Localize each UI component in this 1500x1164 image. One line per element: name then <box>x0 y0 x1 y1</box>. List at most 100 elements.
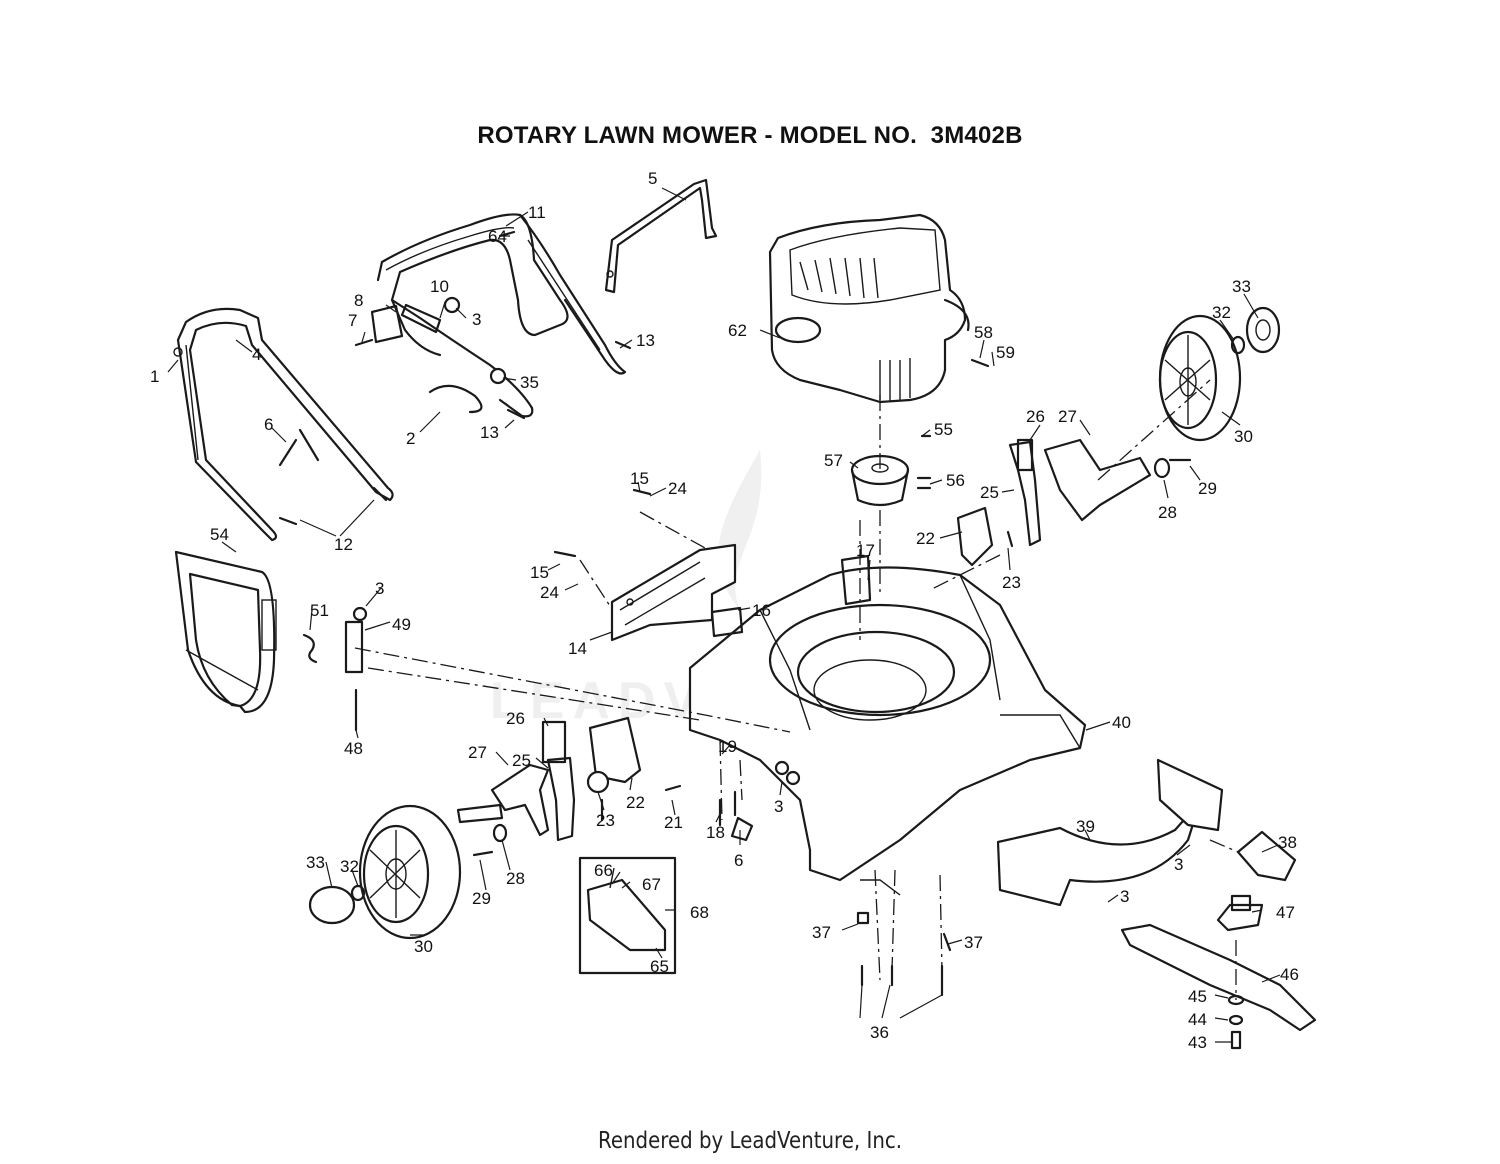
callout-56: 56 <box>946 471 965 490</box>
callout-25: 25 <box>980 483 999 502</box>
mulch-plug-box <box>578 856 677 975</box>
blade-adapter <box>1216 894 1264 932</box>
callout-37: 37 <box>812 923 831 942</box>
callout-13: 13 <box>636 331 655 350</box>
footer-credit: Rendered by LeadVenture, Inc. <box>597 1128 903 1154</box>
discharge-deflector <box>1236 830 1297 882</box>
wheel-hub-cap-left <box>308 884 366 925</box>
callout-26: 26 <box>1026 407 1045 426</box>
callout-3: 3 <box>1120 887 1129 906</box>
callout-22: 22 <box>916 529 935 548</box>
callout-29: 29 <box>1198 479 1217 498</box>
callout-33: 33 <box>1232 277 1251 296</box>
hardware-fasteners <box>278 230 1192 997</box>
callout-1: 1 <box>150 367 159 386</box>
callout-14: 14 <box>568 639 587 658</box>
callout-32: 32 <box>1212 303 1231 322</box>
callout-labels: 5 11 64 8 10 3 7 13 35 2 13 4 1 6 12 62 … <box>150 169 1299 1052</box>
callout-24: 24 <box>540 583 559 602</box>
callout-39: 39 <box>1076 817 1095 836</box>
callout-35: 35 <box>520 373 539 392</box>
callout-30: 30 <box>1234 427 1253 446</box>
callout-21: 21 <box>664 813 683 832</box>
callout-3: 3 <box>774 797 783 816</box>
callout-6: 6 <box>264 415 273 434</box>
grass-bag-frame <box>174 550 277 714</box>
callout-10: 10 <box>430 277 449 296</box>
wheel-hub-cap-right <box>1230 306 1281 355</box>
callout-49: 49 <box>392 615 411 634</box>
callout-11: 11 <box>528 203 546 222</box>
callout-68: 68 <box>690 903 709 922</box>
callout-15: 15 <box>630 469 649 488</box>
callout-3: 3 <box>472 310 481 329</box>
callout-28: 28 <box>1158 503 1177 522</box>
callout-28: 28 <box>506 869 525 888</box>
callout-27: 27 <box>1058 407 1077 426</box>
lower-handle <box>173 307 394 542</box>
callout-43: 43 <box>1188 1033 1207 1052</box>
front-left-wheel <box>358 804 462 940</box>
mower-blade <box>1120 923 1317 1032</box>
callout-16: 16 <box>752 601 771 620</box>
callout-32: 32 <box>340 857 359 876</box>
callout-13: 13 <box>480 423 499 442</box>
callout-48: 48 <box>344 739 363 758</box>
callout-26: 26 <box>506 709 525 728</box>
callout-3: 3 <box>1174 855 1183 874</box>
callout-59: 59 <box>996 343 1015 362</box>
callout-65: 65 <box>650 957 669 976</box>
callout-2: 2 <box>406 429 415 448</box>
callout-46: 46 <box>1280 965 1299 984</box>
engine <box>768 213 970 404</box>
callout-47: 47 <box>1276 903 1295 922</box>
callout-44: 44 <box>1188 1010 1207 1029</box>
callout-24: 24 <box>668 479 687 498</box>
callout-23: 23 <box>596 811 615 830</box>
height-adjuster-front <box>456 720 576 842</box>
callout-6: 6 <box>734 851 743 870</box>
callout-38: 38 <box>1278 833 1297 852</box>
callout-27: 27 <box>468 743 487 762</box>
callout-17: 17 <box>856 541 875 560</box>
callout-12: 12 <box>334 535 353 554</box>
blade-bolt-stack <box>1227 994 1245 1050</box>
callout-18: 18 <box>706 823 725 842</box>
deck-baffle <box>996 758 1224 907</box>
rear-door <box>610 543 737 642</box>
engine-spacer <box>850 454 910 507</box>
callout-36: 36 <box>870 1023 889 1042</box>
callout-leaders <box>167 187 1281 1043</box>
callout-57: 57 <box>824 451 843 470</box>
height-adjuster-rear <box>1008 438 1152 547</box>
height-plate-front <box>586 716 642 794</box>
callout-58: 58 <box>974 323 993 342</box>
height-plate-rear <box>956 506 994 567</box>
callout-25: 25 <box>512 751 531 770</box>
callout-7: 7 <box>348 311 357 330</box>
callout-37: 37 <box>964 933 983 952</box>
callout-29: 29 <box>472 889 491 908</box>
callout-54: 54 <box>210 525 229 544</box>
rear-right-wheel <box>1158 314 1242 442</box>
upper-handle-right-leg <box>518 213 627 375</box>
callout-15: 15 <box>530 563 549 582</box>
callout-67: 67 <box>642 875 661 894</box>
callout-3: 3 <box>375 579 384 598</box>
callout-51: 51 <box>310 601 329 620</box>
diagram-title: ROTARY LAWN MOWER - MODEL NO. 3M402B <box>477 122 1023 149</box>
callout-5: 5 <box>648 169 657 188</box>
callout-8: 8 <box>354 291 363 310</box>
callout-33: 33 <box>306 853 325 872</box>
callout-64: 64 <box>488 227 507 246</box>
callout-66: 66 <box>594 861 613 880</box>
callout-45: 45 <box>1188 987 1207 1006</box>
callout-22: 22 <box>626 793 645 812</box>
callout-40: 40 <box>1112 713 1131 732</box>
control-bar <box>604 178 718 294</box>
callout-55: 55 <box>934 420 953 439</box>
callout-62: 62 <box>728 321 747 340</box>
assembly-axis-lines <box>354 379 1239 1000</box>
